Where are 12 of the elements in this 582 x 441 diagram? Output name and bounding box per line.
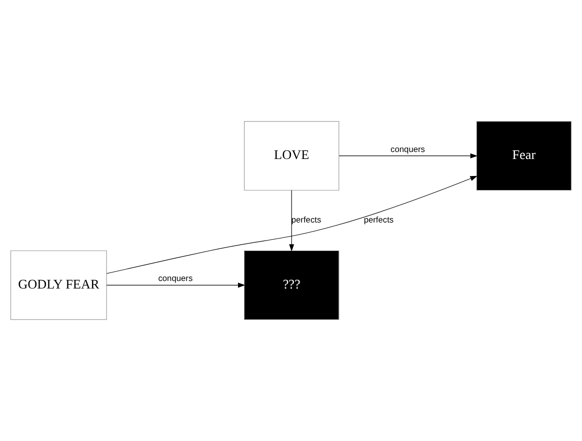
node-box: Fear bbox=[476, 121, 572, 191]
node-box: LOVE bbox=[244, 121, 340, 191]
arrow bbox=[106, 176, 478, 274]
edge-label: conquers bbox=[158, 273, 193, 284]
arrow bbox=[289, 190, 294, 252]
edge-label: conquers bbox=[390, 144, 425, 154]
edge-label: perfects bbox=[364, 214, 394, 225]
arrow bbox=[338, 153, 478, 158]
edge-label: perfects bbox=[291, 214, 322, 225]
node-box: GODLY FEAR bbox=[10, 250, 107, 320]
arrow bbox=[106, 282, 246, 288]
node-box: ??? bbox=[244, 250, 340, 320]
